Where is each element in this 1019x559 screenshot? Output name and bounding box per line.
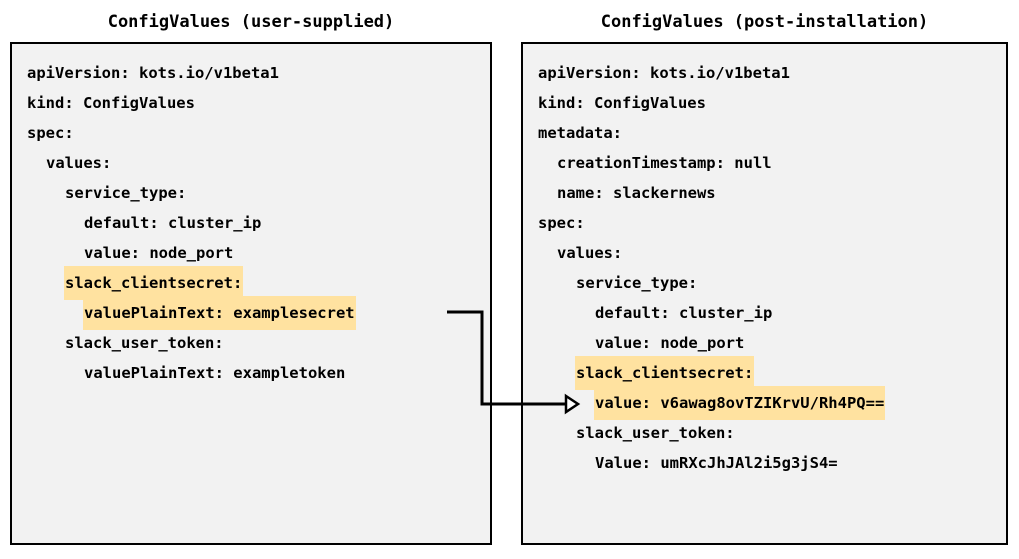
yaml-highlighted-text: slack_clientsecret: xyxy=(64,266,244,300)
left-panel-yaml-body: apiVersion: kots.io/v1beta1 kind: ConfigV… xyxy=(12,44,490,386)
yaml-line: slack_user_token: xyxy=(523,416,1006,446)
yaml-text: name: slackernews xyxy=(557,184,716,202)
yaml-text: kind: ConfigValues xyxy=(538,94,706,112)
yaml-line: service_type: xyxy=(12,176,490,206)
yaml-text: spec: xyxy=(538,214,585,232)
right-panel-config-values-post-installation: apiVersion: kots.io/v1beta1 kind: ConfigV… xyxy=(521,42,1008,545)
yaml-highlighted-text: value: v6awag8ovTZIKrvU/Rh4PQ== xyxy=(594,386,886,420)
yaml-line: metadata: xyxy=(523,116,1006,146)
yaml-line: creationTimestamp: null xyxy=(523,146,1006,176)
left-panel-title: ConfigValues (user-supplied) xyxy=(107,12,395,32)
yaml-line: valuePlainText: exampletoken xyxy=(12,356,490,386)
yaml-text: default: cluster_ip xyxy=(84,214,262,232)
yaml-highlighted-text: valuePlainText: examplesecret xyxy=(83,296,356,330)
yaml-text: default: cluster_ip xyxy=(595,304,773,322)
yaml-line: service_type: xyxy=(523,266,1006,296)
yaml-text: value: node_port xyxy=(595,334,745,352)
left-panel-config-values-user-supplied: apiVersion: kots.io/v1beta1 kind: ConfigV… xyxy=(10,42,492,545)
right-panel-yaml-body: apiVersion: kots.io/v1beta1 kind: ConfigV… xyxy=(523,44,1006,476)
yaml-text: values: xyxy=(46,154,112,172)
yaml-line: slack_user_token: xyxy=(12,326,490,356)
yaml-text: Value: umRXcJhJAl2i5g3jS4= xyxy=(595,454,838,472)
yaml-line: value: node_port xyxy=(523,326,1006,356)
yaml-text: spec: xyxy=(27,124,74,142)
yaml-line: default: cluster_ip xyxy=(523,296,1006,326)
yaml-line: values: xyxy=(12,146,490,176)
yaml-text: metadata: xyxy=(538,124,622,142)
yaml-text: service_type: xyxy=(65,184,187,202)
yaml-line: apiVersion: kots.io/v1beta1 xyxy=(523,56,1006,86)
yaml-line: default: cluster_ip xyxy=(12,206,490,236)
yaml-line: kind: ConfigValues xyxy=(523,86,1006,116)
yaml-text: value: node_port xyxy=(84,244,234,262)
yaml-line: name: slackernews xyxy=(523,176,1006,206)
yaml-line: values: xyxy=(523,236,1006,266)
yaml-text: slack_user_token: xyxy=(65,334,224,352)
yaml-text: values: xyxy=(557,244,623,262)
yaml-text: kind: ConfigValues xyxy=(27,94,195,112)
yaml-line: slack_clientsecret: xyxy=(523,356,1006,390)
yaml-line: value: v6awag8ovTZIKrvU/Rh4PQ== xyxy=(523,386,1006,420)
yaml-line: apiVersion: kots.io/v1beta1 xyxy=(12,56,490,86)
yaml-text: service_type: xyxy=(576,274,698,292)
yaml-line: kind: ConfigValues xyxy=(12,86,490,116)
yaml-text: creationTimestamp: null xyxy=(557,154,772,172)
yaml-line: slack_clientsecret: xyxy=(12,266,490,300)
yaml-text: apiVersion: kots.io/v1beta1 xyxy=(27,64,279,82)
yaml-text: slack_user_token: xyxy=(576,424,735,442)
yaml-line: spec: xyxy=(523,206,1006,236)
yaml-line: valuePlainText: examplesecret xyxy=(12,296,490,330)
yaml-highlighted-text: slack_clientsecret: xyxy=(575,356,755,390)
yaml-line: value: node_port xyxy=(12,236,490,266)
yaml-line: Value: umRXcJhJAl2i5g3jS4= xyxy=(523,446,1006,476)
yaml-text: apiVersion: kots.io/v1beta1 xyxy=(538,64,790,82)
yaml-line: spec: xyxy=(12,116,490,146)
yaml-text: valuePlainText: exampletoken xyxy=(84,364,346,382)
right-panel-title: ConfigValues (post-installation) xyxy=(600,12,929,32)
